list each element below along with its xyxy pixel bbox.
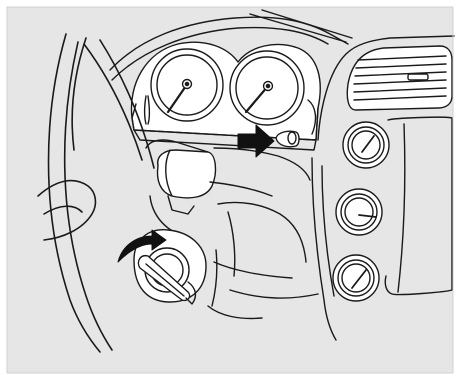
- air-vent: [347, 46, 452, 110]
- vent-adjuster-tab: [408, 74, 428, 80]
- hvac-control-knob: [336, 189, 382, 235]
- hvac-control-knob: [343, 122, 389, 168]
- hvac-control-knob: [333, 255, 379, 301]
